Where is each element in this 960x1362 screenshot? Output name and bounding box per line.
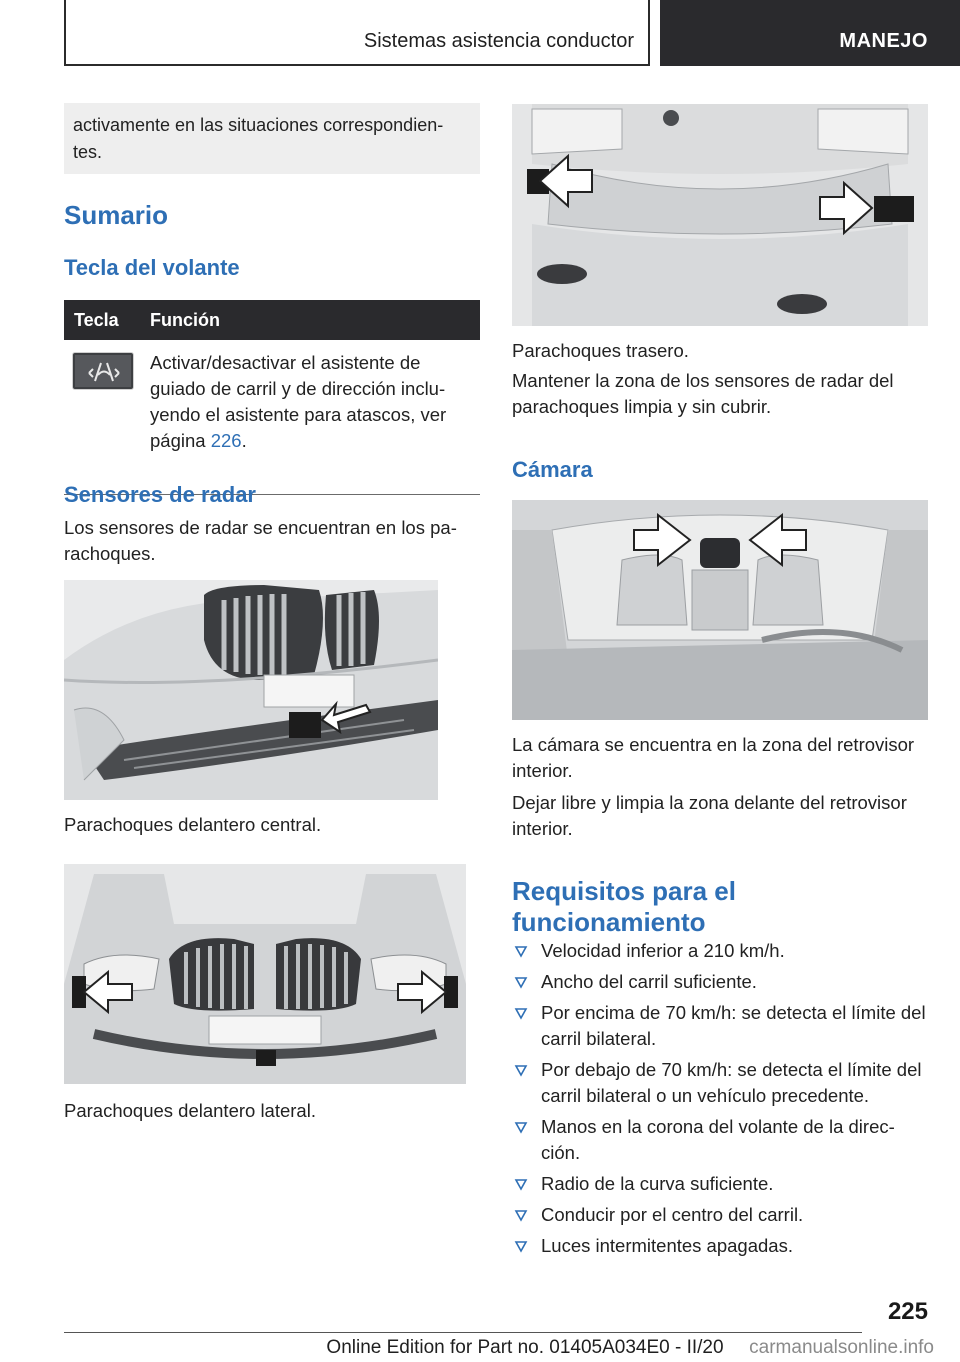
bullet-triangle-icon <box>514 1179 528 1191</box>
chapter-tab[interactable]: MANEJO <box>660 0 960 66</box>
bullet-triangle-icon <box>514 1008 528 1020</box>
lane-assist-button-icon <box>72 352 134 390</box>
bullet-triangle-icon <box>514 977 528 989</box>
requirement-text: Manos en la corona del volante de la dir… <box>541 1116 895 1163</box>
list-item: Radio de la curva suficiente. <box>512 1171 928 1197</box>
table-header: Tecla Función <box>64 300 480 340</box>
camera-image <box>512 500 928 720</box>
requirement-text: Luces intermitentes apagadas. <box>541 1235 793 1256</box>
heading-requirements-line-1: Requisitos para el <box>512 876 736 906</box>
camera-text-1: La cámara se encuentra en la zona del re… <box>512 734 915 781</box>
requirement-text: Por debajo de 70 km/h: se detecta el lím… <box>541 1059 922 1106</box>
section-title: Sistemas asistencia conductor <box>363 30 634 52</box>
list-item: Conducir por el centro del carril. <box>512 1202 928 1228</box>
rear-text: Mantener la zona de los sensores de rada… <box>512 370 894 417</box>
bullet-triangle-icon <box>514 1241 528 1253</box>
page-226-link[interactable]: 226 <box>210 430 242 451</box>
bullet-triangle-icon <box>514 1065 528 1077</box>
footer-watermark: carmanualsonline.info <box>749 1337 934 1358</box>
table-row: Activar/desactivar el asistente de guiad… <box>64 340 480 495</box>
table-cell-description: Activar/desactivar el asistente de guiad… <box>150 350 470 454</box>
bullet-triangle-icon <box>514 1210 528 1222</box>
list-item: Por debajo de 70 km/h: se detecta el lím… <box>512 1057 928 1109</box>
bullet-triangle-icon <box>514 1122 528 1134</box>
list-item: Luces intermitentes apagadas. <box>512 1233 928 1259</box>
footer-edition: Online Edition for Part no. 01405A034E0 … <box>326 1337 724 1358</box>
caption-front-side: Parachoques delantero lateral. <box>64 1100 316 1121</box>
list-item: Ancho del carril suficiente. <box>512 969 928 995</box>
heading-requirements-line-2: funcionamiento <box>512 907 706 937</box>
header-frame: Sistemas asistencia conductor <box>64 0 650 66</box>
caption-rear: Parachoques trasero. <box>512 340 689 361</box>
radar-text: Los sensores de radar se encuentran en l… <box>64 517 457 564</box>
note-box: activamente en las situaciones correspon… <box>64 103 480 174</box>
front-center-bumper-image <box>64 580 438 800</box>
heading-camera: Cámara <box>512 457 593 482</box>
front-side-bumper-image <box>64 864 466 1084</box>
description-end: . <box>241 430 247 451</box>
requirement-text: Ancho del carril suficiente. <box>541 971 757 992</box>
requirement-text: Velocidad inferior a 210 km/h. <box>541 940 785 961</box>
function-description: Activar/desactivar el asistente de guiad… <box>150 352 447 451</box>
requirement-text: Radio de la curva suficiente. <box>541 1173 774 1194</box>
camera-text-2: Dejar libre y limpia la zona delante del… <box>512 792 907 839</box>
table-header-function: Función <box>150 310 220 330</box>
button-function-table: Tecla Función Activar/desactivar el asis… <box>64 300 480 495</box>
requirement-text: Por encima de 70 km/h: se detecta el lím… <box>541 1002 926 1049</box>
table-header-key: Tecla <box>74 310 119 330</box>
chapter-tab-label: MANEJO <box>839 30 928 52</box>
heading-requirements: Requisitos para el funcionamiento <box>512 876 736 938</box>
caption-front-center: Parachoques delantero central. <box>64 814 322 835</box>
list-item: Manos en la corona del volante de la dir… <box>512 1114 928 1166</box>
heading-wheel-button: Tecla del volante <box>64 255 240 280</box>
requirements-list: Velocidad inferior a 210 km/h. Ancho del… <box>512 938 928 1264</box>
list-item: Por encima de 70 km/h: se detecta el lím… <box>512 1000 928 1052</box>
bullet-triangle-icon <box>514 946 528 958</box>
requirement-text: Conducir por el centro del carril. <box>541 1204 804 1225</box>
heading-radar-sensors: Sensores de radar <box>64 482 256 507</box>
rear-bumper-image <box>512 104 928 326</box>
footer-divider <box>64 1332 862 1333</box>
list-item: Velocidad inferior a 210 km/h. <box>512 938 928 964</box>
heading-summary: Sumario <box>64 200 169 230</box>
note-text: activamente en las situaciones correspon… <box>73 115 444 162</box>
page-number: 225 <box>887 1298 928 1325</box>
